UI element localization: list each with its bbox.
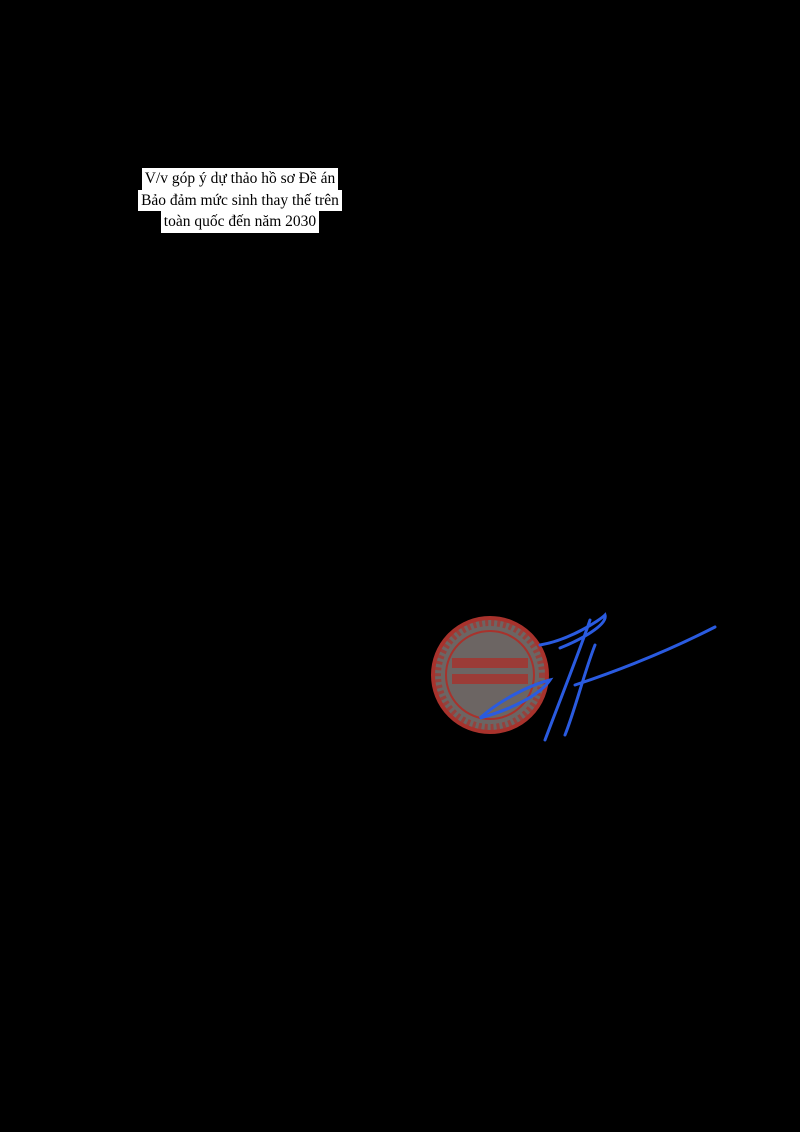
subject-line-3: toàn quốc đến năm 2030 [160, 211, 320, 233]
document-subject: V/v góp ý dự thảo hồ sơ Đề án Bảo đảm mứ… [120, 168, 360, 233]
subject-line-1: V/v góp ý dự thảo hồ sơ Đề án [141, 168, 339, 190]
stamp-and-signature [431, 612, 717, 742]
signature [478, 612, 717, 742]
subject-line-2: Bảo đảm mức sinh thay thế trên [138, 189, 342, 211]
